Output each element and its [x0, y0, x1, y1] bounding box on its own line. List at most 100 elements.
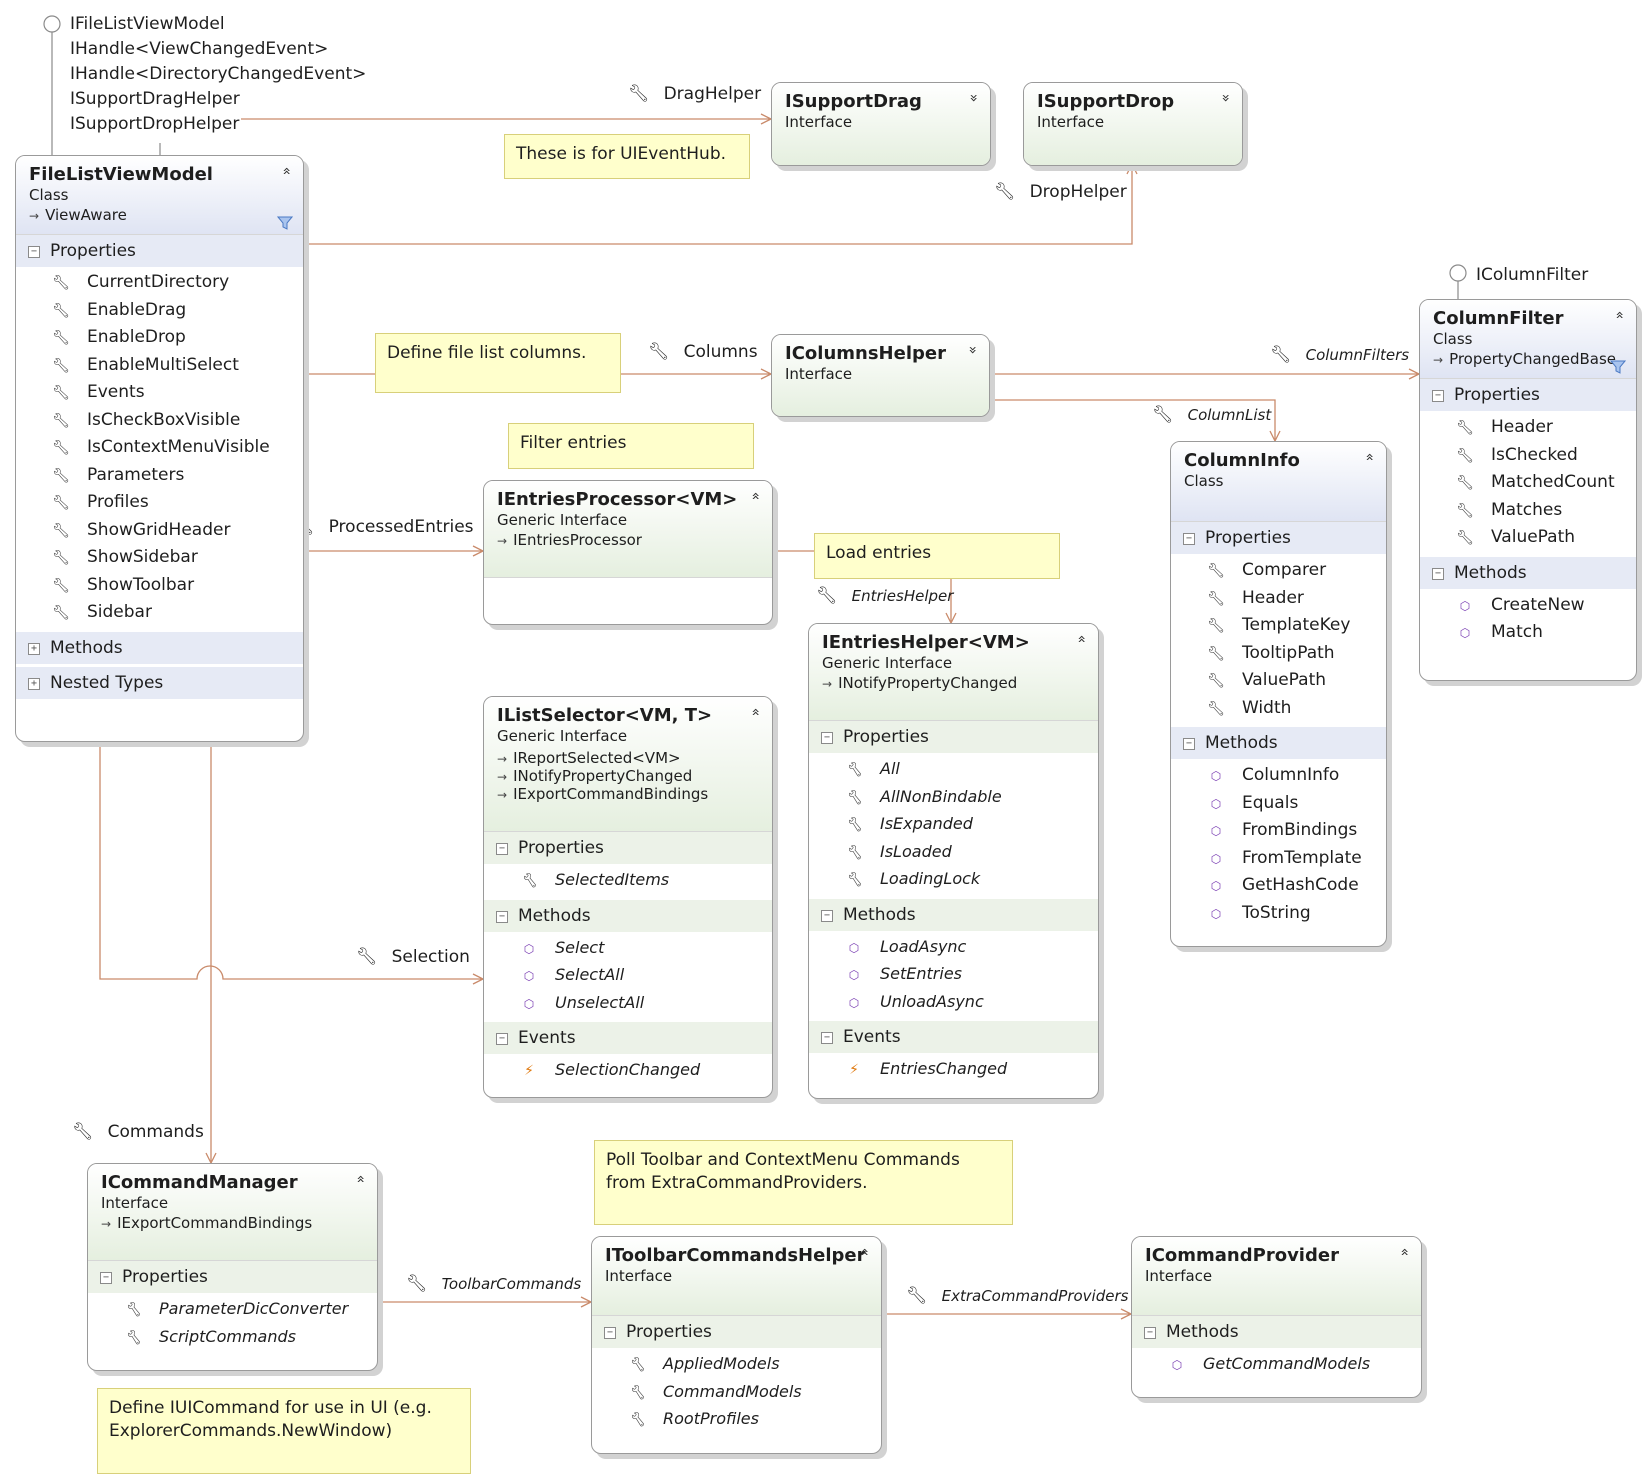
section-header-properties[interactable]: −Properties [809, 721, 1098, 753]
property-member[interactable]: 🔧︎Sidebar [16, 599, 303, 627]
collapse-toggle-icon[interactable]: − [496, 1033, 508, 1045]
collapse-chevron-icon[interactable]: « [1073, 634, 1090, 644]
property-member[interactable]: 🔧︎ValuePath [1420, 524, 1636, 552]
collapse-toggle-icon[interactable]: − [604, 1327, 616, 1339]
section-header-methods[interactable]: −Methods [1132, 1316, 1421, 1348]
expand-chevron-icon[interactable]: » [1217, 93, 1234, 103]
property-member[interactable]: 🔧︎Header [1171, 585, 1386, 613]
expand-toggle-icon[interactable]: + [28, 677, 40, 690]
method-member[interactable]: ⬡UnloadAsync [809, 989, 1098, 1017]
property-member[interactable]: 🔧︎Events [16, 379, 303, 407]
type-shape-columninfo[interactable]: ColumnInfo Class « −Properties 🔧︎Compare… [1170, 441, 1387, 947]
type-shape-columnfilter[interactable]: ColumnFilter Class PropertyChangedBase «… [1419, 299, 1637, 681]
type-shape-isupportdrop[interactable]: ISupportDrop Interface » [1023, 82, 1243, 166]
section-header-properties[interactable]: −Properties [88, 1261, 377, 1293]
property-member[interactable]: 🔧︎TooltipPath [1171, 640, 1386, 668]
section-header-methods[interactable]: −Methods [484, 899, 772, 932]
property-member[interactable]: 🔧︎Matches [1420, 497, 1636, 525]
property-member[interactable]: 🔧︎LoadingLock [809, 866, 1098, 894]
method-member[interactable]: ⬡GetCommandModels [1132, 1351, 1421, 1379]
collapse-toggle-icon[interactable]: − [1144, 1327, 1156, 1339]
property-member[interactable]: 🔧︎Width [1171, 695, 1386, 723]
section-header-properties[interactable]: −Properties [592, 1316, 881, 1348]
method-member[interactable]: ⬡Equals [1171, 790, 1386, 818]
type-shape-icommandprovider[interactable]: ICommandProvider Interface « −Methods ⬡G… [1131, 1236, 1422, 1398]
property-member[interactable]: 🔧︎IsChecked [1420, 442, 1636, 470]
type-shape-icolumnshelper[interactable]: IColumnsHelper Interface » [771, 334, 990, 417]
funnel-filter-icon[interactable] [277, 216, 293, 230]
collapse-chevron-icon[interactable]: « [747, 491, 764, 501]
property-member[interactable]: 🔧︎ParameterDicConverter [88, 1296, 377, 1324]
comment-note[interactable]: Define IUICommand for use in UI (e.g. Ex… [97, 1388, 471, 1474]
event-member[interactable]: ⚡︎EntriesChanged [809, 1056, 1098, 1084]
property-member[interactable]: 🔧︎RootProfiles [592, 1406, 881, 1434]
event-member[interactable]: ⚡︎SelectionChanged [484, 1057, 772, 1085]
section-header-events[interactable]: −Events [484, 1022, 772, 1054]
collapse-toggle-icon[interactable]: − [1432, 390, 1444, 402]
comment-note[interactable]: Filter entries [508, 423, 754, 469]
collapse-chevron-icon[interactable]: « [1361, 452, 1378, 462]
collapse-chevron-icon[interactable]: « [856, 1247, 873, 1257]
section-header-properties[interactable]: −Properties [484, 832, 772, 864]
method-member[interactable]: ⬡Match [1420, 619, 1636, 647]
property-member[interactable]: 🔧︎TemplateKey [1171, 612, 1386, 640]
property-member[interactable]: 🔧︎All [809, 756, 1098, 784]
collapse-chevron-icon[interactable]: « [352, 1174, 369, 1184]
property-member[interactable]: 🔧︎ShowSidebar [16, 544, 303, 572]
property-member[interactable]: 🔧︎ScriptCommands [88, 1324, 377, 1352]
property-member[interactable]: 🔧︎SelectedItems [484, 867, 772, 895]
collapse-toggle-icon[interactable]: − [1183, 738, 1195, 750]
property-member[interactable]: 🔧︎IsExpanded [809, 811, 1098, 839]
method-member[interactable]: ⬡FromBindings [1171, 817, 1386, 845]
comment-note[interactable]: Define file list columns. [375, 333, 621, 393]
collapse-toggle-icon[interactable]: − [821, 1032, 833, 1044]
property-member[interactable]: 🔧︎AppliedModels [592, 1351, 881, 1379]
comment-note[interactable]: Poll Toolbar and ContextMenu Commands fr… [594, 1140, 1013, 1225]
method-member[interactable]: ⬡SetEntries [809, 961, 1098, 989]
property-member[interactable]: 🔧︎Header [1420, 414, 1636, 442]
property-member[interactable]: 🔧︎ValuePath [1171, 667, 1386, 695]
method-member[interactable]: ⬡Select [484, 935, 772, 963]
section-header-nested-types[interactable]: +Nested Types [16, 666, 303, 699]
property-member[interactable]: 🔧︎CommandModels [592, 1379, 881, 1407]
method-member[interactable]: ⬡ToString [1171, 900, 1386, 928]
expand-chevron-icon[interactable]: » [965, 93, 982, 103]
property-member[interactable]: 🔧︎IsLoaded [809, 839, 1098, 867]
section-header-properties[interactable]: −Properties [1420, 379, 1636, 411]
section-header-methods[interactable]: −Methods [1420, 556, 1636, 589]
property-member[interactable]: 🔧︎MatchedCount [1420, 469, 1636, 497]
funnel-filter-icon[interactable] [1610, 360, 1626, 374]
property-member[interactable]: 🔧︎Parameters [16, 462, 303, 490]
section-header-events[interactable]: −Events [809, 1021, 1098, 1053]
type-shape-ientriesprocessor[interactable]: IEntriesProcessor<VM> Generic Interface … [483, 480, 773, 625]
method-member[interactable]: ⬡LoadAsync [809, 934, 1098, 962]
type-shape-isupportdrag[interactable]: ISupportDrag Interface » [771, 82, 991, 166]
property-member[interactable]: 🔧︎AllNonBindable [809, 784, 1098, 812]
collapse-toggle-icon[interactable]: − [28, 246, 40, 258]
collapse-toggle-icon[interactable]: − [496, 910, 508, 923]
type-shape-icommandmanager[interactable]: ICommandManager Interface IExportCommand… [87, 1163, 378, 1371]
property-member[interactable]: 🔧︎EnableDrag [16, 297, 303, 325]
property-member[interactable]: 🔧︎EnableMultiSelect [16, 352, 303, 380]
comment-note[interactable]: Load entries [814, 533, 1060, 579]
type-shape-ientrieshelper[interactable]: IEntriesHelper<VM> Generic Interface INo… [808, 623, 1099, 1099]
collapse-toggle-icon[interactable]: − [496, 843, 508, 855]
section-header-properties[interactable]: −Properties [16, 235, 303, 267]
collapse-toggle-icon[interactable]: − [1183, 533, 1195, 545]
section-header-properties[interactable]: −Properties [1171, 522, 1386, 554]
property-member[interactable]: 🔧︎CurrentDirectory [16, 269, 303, 297]
property-member[interactable]: 🔧︎ShowGridHeader [16, 517, 303, 545]
property-member[interactable]: 🔧︎Profiles [16, 489, 303, 517]
property-member[interactable]: 🔧︎IsCheckBoxVisible [16, 407, 303, 435]
collapse-chevron-icon[interactable]: « [747, 707, 764, 717]
method-member[interactable]: ⬡UnselectAll [484, 990, 772, 1018]
collapse-toggle-icon[interactable]: − [1432, 567, 1444, 580]
collapse-chevron-icon[interactable]: « [1396, 1247, 1413, 1257]
collapse-chevron-icon[interactable]: « [278, 166, 295, 176]
section-header-methods[interactable]: +Methods [16, 631, 303, 664]
collapse-toggle-icon[interactable]: − [100, 1272, 112, 1284]
comment-note[interactable]: These is for UIEventHub. [504, 134, 750, 179]
property-member[interactable]: 🔧︎ShowToolbar [16, 572, 303, 600]
property-member[interactable]: 🔧︎IsContextMenuVisible [16, 434, 303, 462]
property-member[interactable]: 🔧︎Comparer [1171, 557, 1386, 585]
